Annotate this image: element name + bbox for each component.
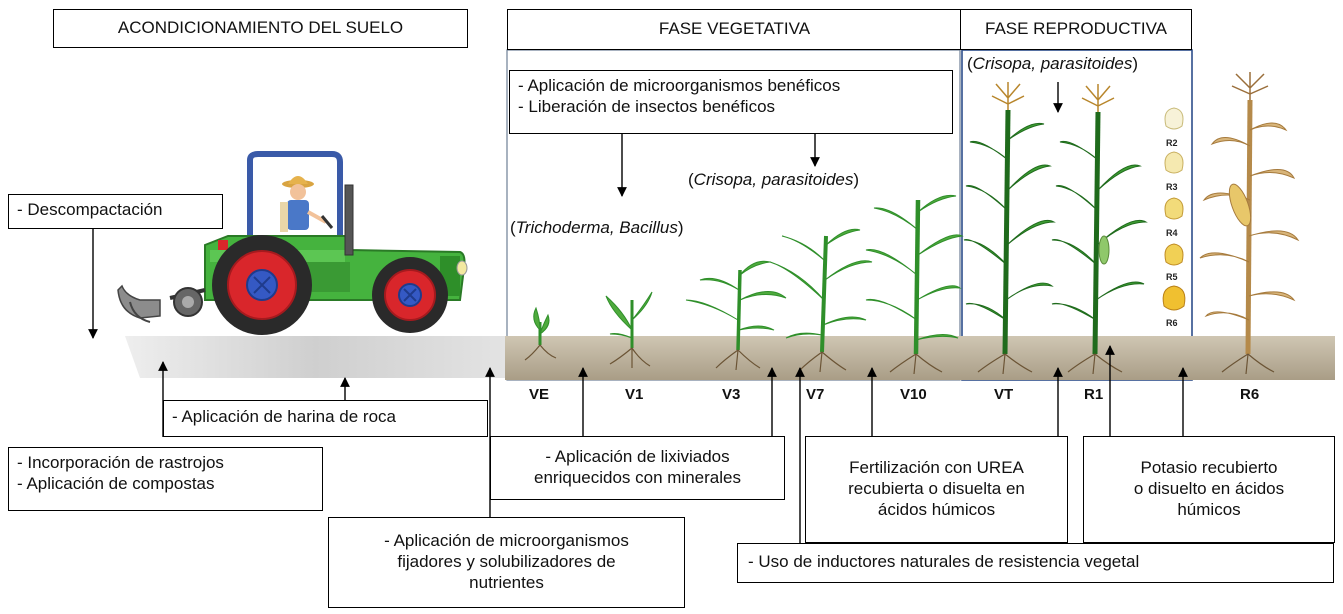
stubble-text: - Incorporación de rastrojos (17, 453, 224, 472)
svg-text:R5: R5 (1166, 272, 1178, 282)
soil-conditioning-label: ACONDICIONAMIENTO DEL SUELO (117, 18, 404, 38)
potassium-line-1: Potasio recubierto (1140, 458, 1278, 478)
tassel-icon (1081, 84, 1115, 112)
ground-shadow (125, 336, 505, 378)
rock-flour-box: - Aplicación de harina de roca (163, 400, 488, 437)
plow-icon (117, 284, 206, 323)
plant-v10 (865, 194, 964, 375)
plant-r1 (1051, 84, 1148, 375)
vegetative-phase-label: FASE VEGETATIVA (658, 19, 811, 39)
fixing-microorganisms-box: - Aplicación de microorganismos fijadore… (328, 517, 685, 608)
tassel-icon (991, 82, 1025, 110)
plant-v7 (769, 228, 873, 373)
beneficial-insects-text: - Liberación de insectos benéficos (518, 96, 776, 116)
farmer-icon (280, 176, 334, 232)
stage-label-v3: V3 (722, 386, 741, 403)
potassium-line-2: o disuelto en ácidos (1133, 479, 1285, 499)
soil-conditioning-header: ACONDICIONAMIENTO DEL SUELO (53, 9, 468, 48)
svg-text:R6: R6 (1166, 318, 1178, 328)
urea-line-3: ácidos húmicos (877, 499, 996, 519)
plant-r6 (1199, 72, 1300, 375)
potassium-line-3: húmicos (1177, 499, 1241, 519)
corn-kernel-icon: R6 (1162, 285, 1186, 328)
fixing-line-1: - Aplicación de microorganismos (384, 531, 629, 551)
stubble-compost-box: - Incorporación de rastrojos - Aplicació… (8, 447, 323, 511)
resistance-inducers-box: - Uso de inductores naturales de resiste… (737, 543, 1334, 583)
leachates-box: - Aplicación de lixiviados enriquecidos … (490, 436, 785, 500)
svg-text:R4: R4 (1166, 228, 1178, 238)
corn-kernel-icon: R4 (1164, 197, 1184, 238)
leachates-line-1: - Aplicación de lixiviados (545, 447, 730, 467)
beneficial-microorganisms-text: - Aplicación de microorganismos benéfico… (518, 76, 841, 95)
leachates-line-2: enriquecidos con minerales (534, 468, 741, 487)
stage-label-ve: VE (529, 386, 550, 403)
potassium-box: Potasio recubierto o disuelto en ácidos … (1083, 436, 1335, 543)
urea-line-1: Fertilización con UREA (849, 458, 1024, 478)
svg-text:R3: R3 (1166, 182, 1178, 192)
corn-kernel-icon: R2 (1164, 107, 1184, 148)
urea-line-2: recubierta o disuelta en (848, 479, 1025, 499)
rock-flour-text: - Aplicación de harina de roca (172, 407, 396, 426)
beneficial-organisms-box: - Aplicación de microorganismos benéfico… (509, 70, 953, 134)
svg-text:R2: R2 (1166, 138, 1178, 148)
fixing-line-3: nutrientes (469, 572, 544, 592)
stage-label-v1: V1 (625, 386, 644, 403)
plant-ve (524, 306, 557, 361)
plant-v3 (685, 260, 787, 371)
stage-label-v10: V10 (900, 386, 927, 403)
trichoderma-label: (Trichoderma, Bacillus) (510, 218, 684, 237)
plant-vt (963, 82, 1056, 375)
corn-kernel-icon: R5 (1164, 243, 1184, 282)
descompactacion-text: - Descompactación (17, 200, 163, 219)
reproductive-phase-header: FASE REPRODUCTIVA (960, 9, 1192, 50)
stage-label-r1: R1 (1084, 386, 1104, 403)
compost-text: - Aplicación de compostas (17, 473, 215, 493)
corn-kernel-icon: R3 (1164, 151, 1184, 192)
urea-box: Fertilización con UREA recubierta o disu… (805, 436, 1068, 543)
crisopa-label-vegetative: (Crisopa, parasitoides) (688, 170, 860, 189)
descompactacion-box: - Descompactación (8, 194, 223, 229)
crisopa-label-reproductive: (Crisopa, parasitoides) (967, 54, 1139, 73)
tractor-icon (117, 151, 468, 335)
stage-label-v7: V7 (806, 386, 825, 403)
resistance-inducers-text: - Uso de inductores naturales de resiste… (748, 552, 1140, 571)
stage-label-vt: VT (994, 386, 1014, 403)
kernel-stages: R2 R3 R4 R5 R6 (1162, 107, 1186, 328)
stage-label-r6: R6 (1240, 386, 1260, 403)
plant-v1 (605, 291, 653, 368)
fixing-line-2: fijadores y solubilizadores de (397, 552, 616, 572)
reproductive-phase-label: FASE REPRODUCTIVA (985, 19, 1167, 39)
vegetative-phase-header: FASE VEGETATIVA (507, 9, 962, 50)
reproductive-panel (961, 49, 1193, 381)
